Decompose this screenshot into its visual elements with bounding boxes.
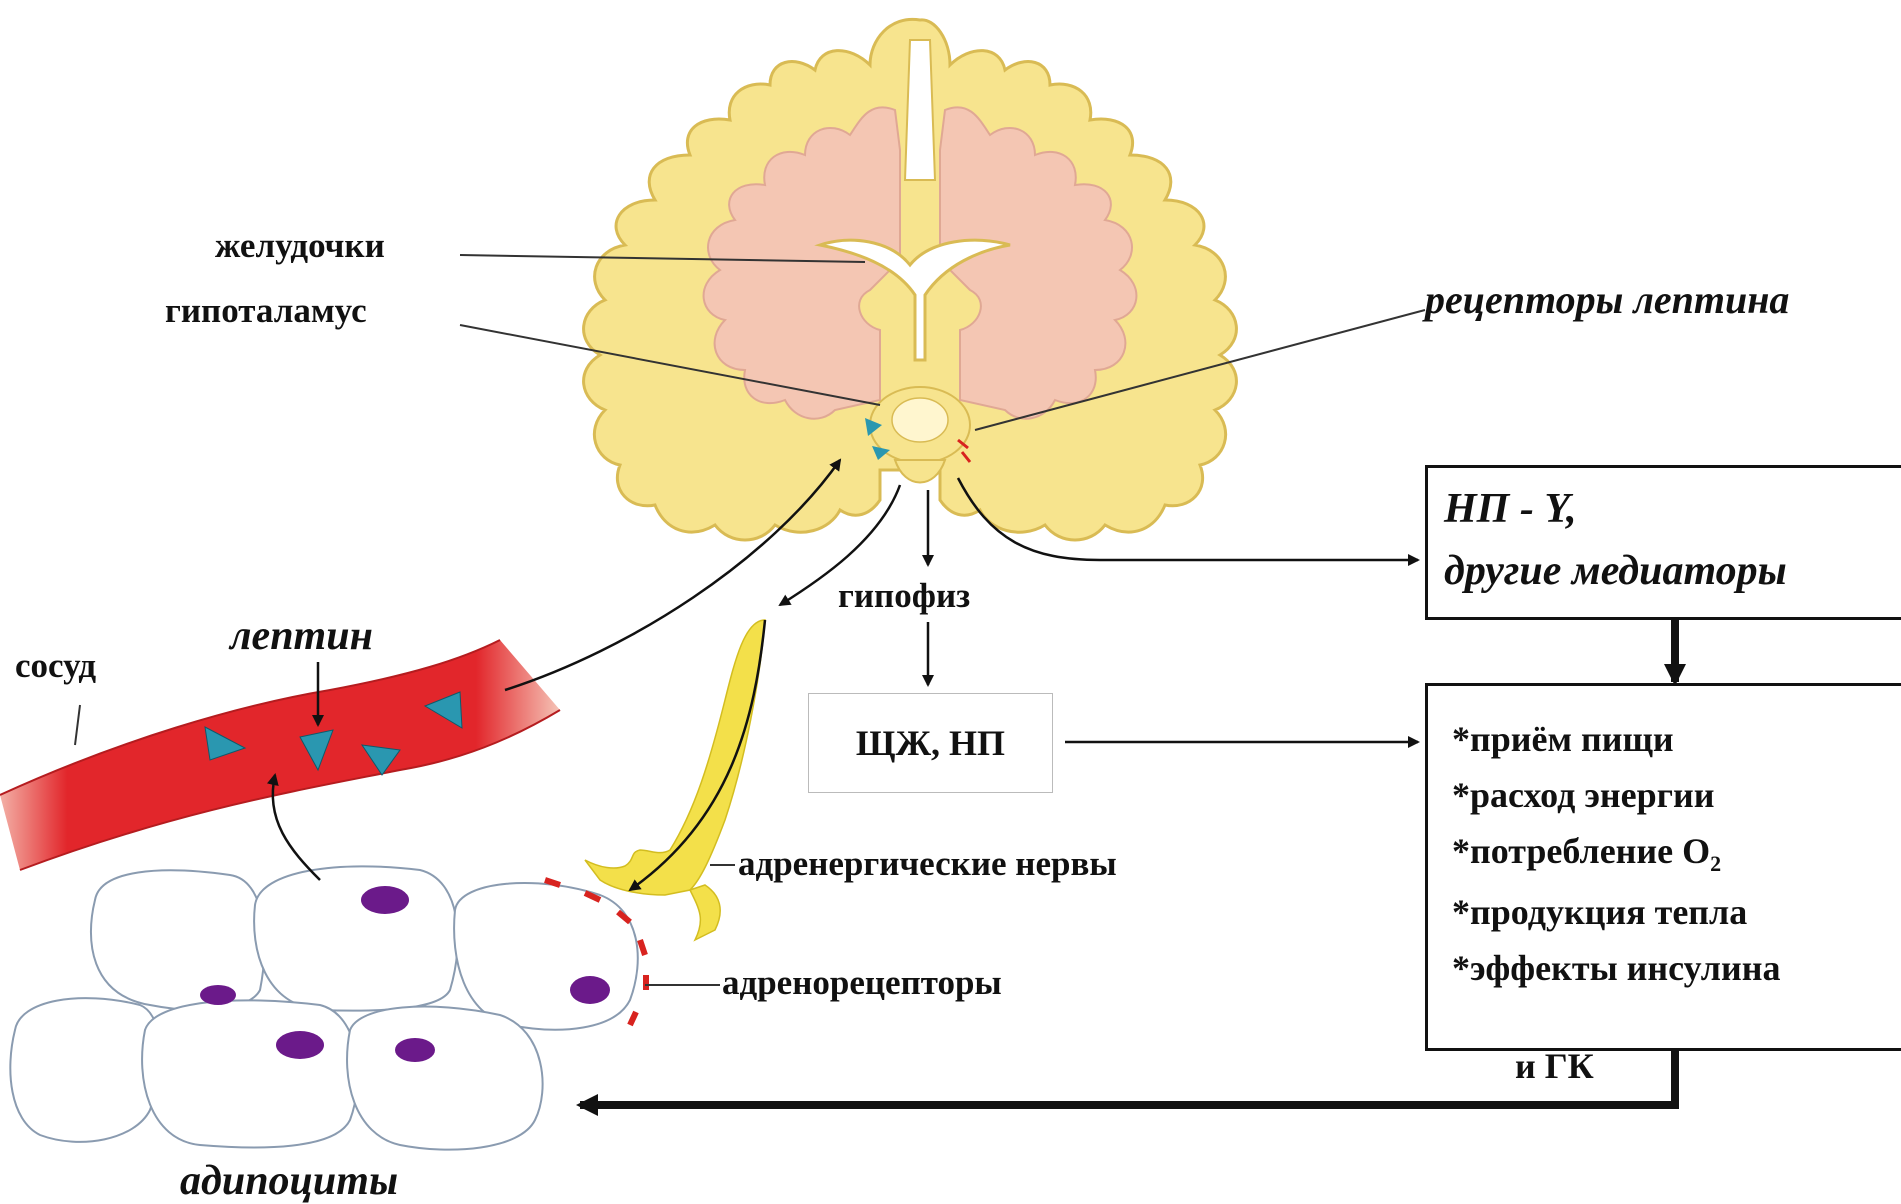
effects-box: *приём пищи *расход энергии *потребление… [1425,683,1901,1051]
label-leptin-receptors: рецепторы лептина [1425,280,1789,320]
adrenergic-nerve [585,620,765,940]
thyroid-box-label: ЩЖ, НП [856,722,1005,764]
effect-insulin: *эффекты инсулина [1452,947,1901,989]
effect-gc: и ГК [1452,1003,1901,1129]
mediators-box: НП - Y, другие медиаторы [1425,465,1901,620]
thyroid-box: ЩЖ, НП [808,693,1053,793]
adipocytes [10,866,637,1149]
mediators-line-2: другие медиаторы [1444,550,1901,592]
effect-energy-expenditure: *расход энергии [1452,774,1901,816]
label-adrenoreceptors: адренорецепторы [722,965,1002,1000]
mediators-line-1: НП - Y, [1444,488,1901,530]
label-leptin: лептин [230,615,373,657]
effect-heat-production: *продукция тепла [1452,891,1901,933]
label-hypothalamus: гипоталамус [165,293,367,328]
label-pituitary: гипофиз [838,578,970,613]
label-ventricles: желудочки [215,228,385,263]
effect-oxygen-consumption: *потребление О2 [1452,830,1901,877]
brain-section [584,19,1237,540]
label-vessel: сосуд [15,648,96,683]
label-adrenergic-nerves: адренергические нервы [738,846,1117,881]
effect-food-intake: *приём пищи [1452,718,1901,760]
